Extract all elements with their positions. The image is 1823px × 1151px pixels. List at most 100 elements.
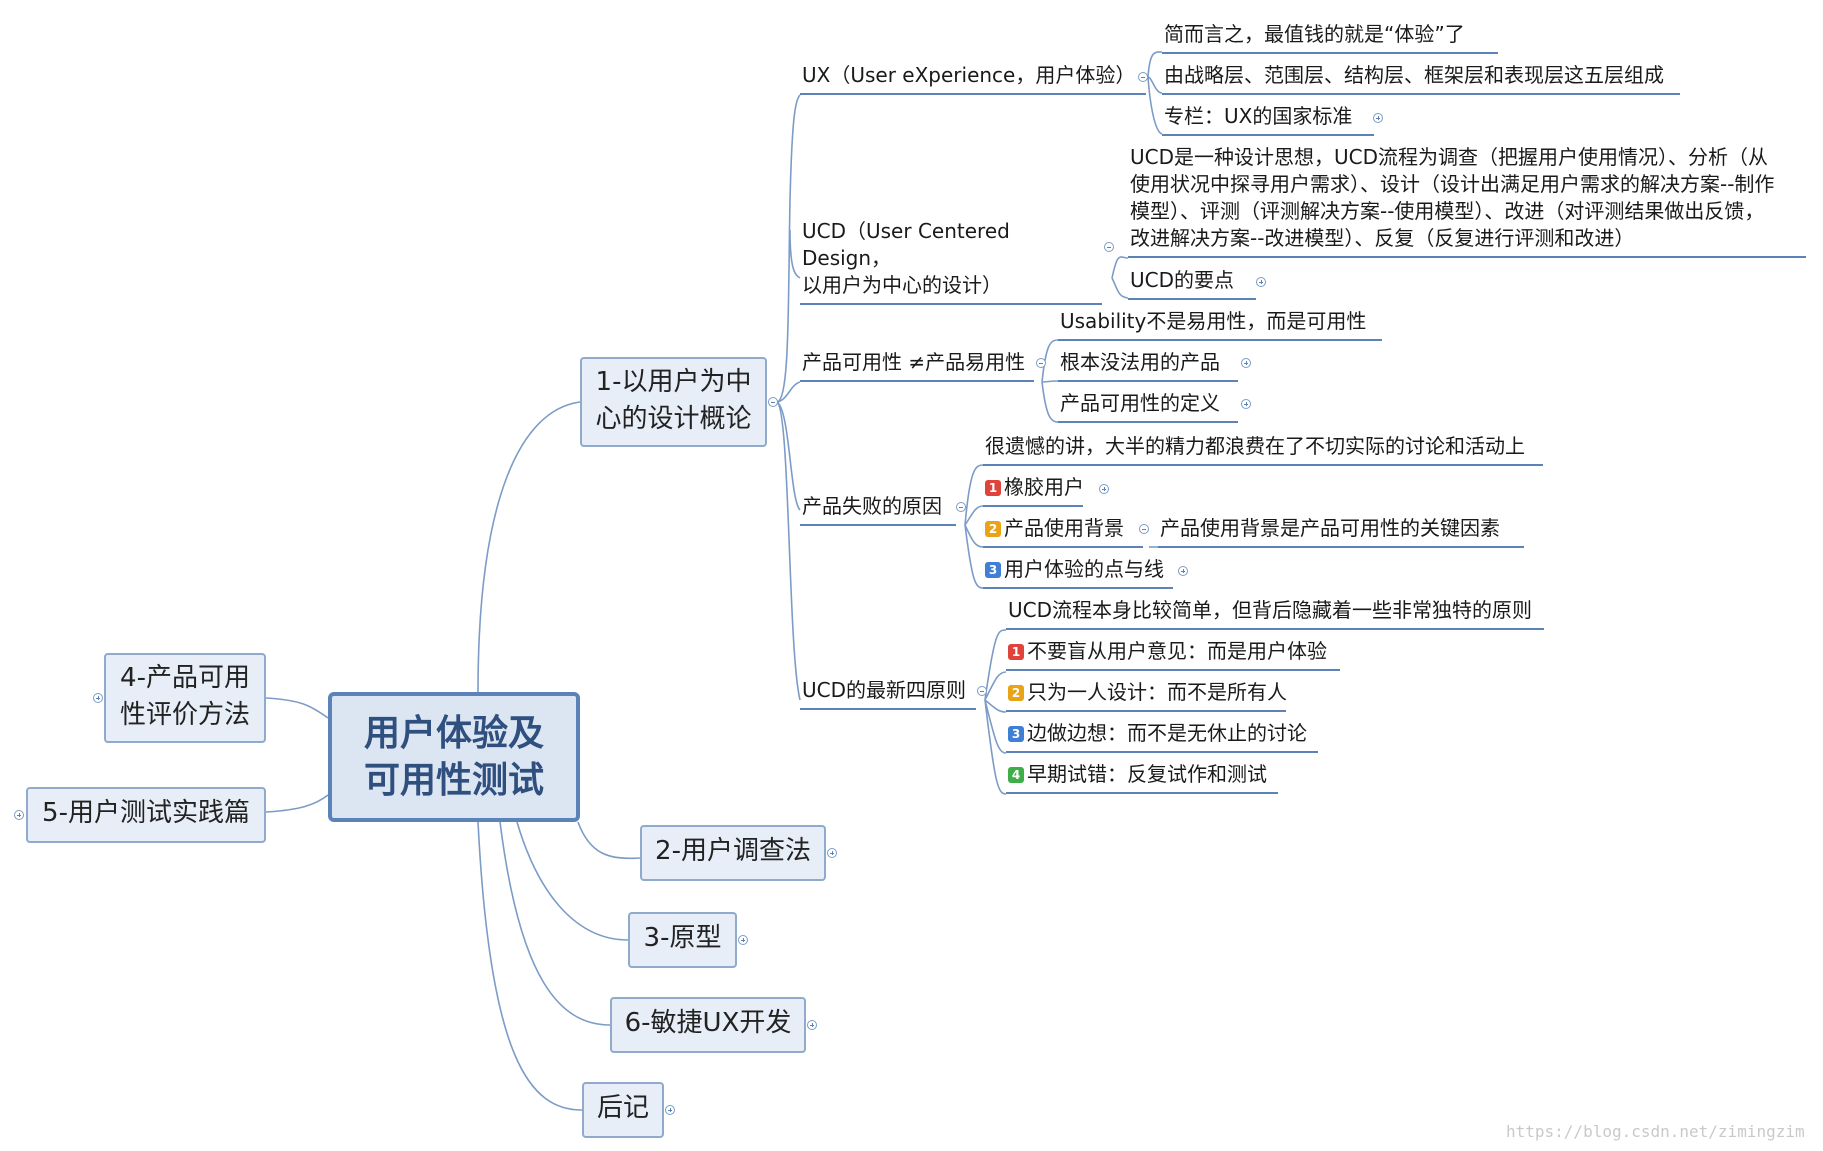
connector [984, 699, 1007, 754]
topic-ucd-key-points[interactable]: UCD的要点 [1128, 267, 1256, 300]
topic-failure-summary[interactable]: 很遗憾的讲，大半的精力都浪费在了不切实际的讨论和活动上 [983, 433, 1543, 466]
connector [1041, 339, 1059, 383]
collapse-toggle-icon[interactable] [1139, 524, 1149, 534]
expand-toggle-icon[interactable] [827, 848, 837, 858]
topic-text: 不要盲从用户意见：而是用户体验 [1027, 639, 1327, 663]
expand-toggle-icon[interactable] [14, 810, 24, 820]
connector [984, 629, 1007, 701]
connector [577, 821, 641, 860]
expand-toggle-icon[interactable] [1178, 566, 1188, 576]
branch-label-line: 4-产品可用 [120, 663, 250, 693]
topic-ucd-line: UCD（User Centered Design， [802, 219, 1010, 270]
topic-usability-not-ease[interactable]: Usability不是易用性，而是可用性 [1058, 308, 1382, 341]
connector [516, 821, 629, 941]
branch-label-line: 心的设计概论 [595, 404, 752, 434]
branch-label-line: 性评价方法 [119, 700, 250, 730]
topic-usage-context-key[interactable]: 产品使用背景是产品可用性的关键因素 [1158, 515, 1524, 548]
topic-ux-five-layers[interactable]: 由战略层、范围层、结构层、框架层和表现层这五层组成 [1162, 62, 1680, 95]
priority-2-icon: 2 [985, 521, 1001, 537]
priority-1-icon: 1 [1008, 644, 1024, 660]
expand-toggle-icon[interactable] [665, 1105, 675, 1115]
priority-3-icon: 3 [985, 562, 1001, 578]
topic-text: 只为一人设计：而不是所有人 [1027, 680, 1287, 704]
definition-line: 模型）、评测（评测解决方案--使用模型）、改进（对评测结果做出反馈， [1130, 199, 1765, 223]
expand-toggle-icon[interactable] [1256, 277, 1266, 287]
connector [1041, 381, 1059, 423]
connector [776, 401, 801, 701]
branch-user-testing-practice[interactable]: 5-用户测试实践篇 [26, 787, 266, 843]
connector [776, 381, 801, 403]
branch-prototype[interactable]: 3-原型 [628, 912, 737, 968]
topic-four-principles[interactable]: UCD的最新四原则 [800, 677, 976, 710]
collapse-toggle-icon[interactable] [1036, 358, 1046, 368]
expand-toggle-icon[interactable] [807, 1020, 817, 1030]
topic-ucd[interactable]: UCD（User Centered Design， 以用户为中心的设计） [800, 218, 1102, 305]
collapse-toggle-icon[interactable] [977, 686, 987, 696]
branch-ucd-concept[interactable]: 1-以用户为中 心的设计概论 [580, 357, 767, 447]
connector [984, 699, 1007, 713]
connector [1147, 76, 1163, 135]
connector [776, 94, 801, 403]
connector [265, 794, 329, 813]
priority-2-icon: 2 [1008, 685, 1024, 701]
topic-ux-national-standard[interactable]: 专栏：UX的国家标准 [1162, 103, 1374, 136]
branch-label-line: 1-以用户为中 [595, 367, 752, 397]
topic-text: 边做边想：而不是无休止的讨论 [1027, 721, 1307, 745]
topic-text: 用户体验的点与线 [1004, 557, 1164, 581]
topic-principles-summary[interactable]: UCD流程本身比较简单，但背后隐藏着一些非常独特的原则 [1006, 597, 1544, 630]
connector [1111, 277, 1129, 299]
expand-toggle-icon[interactable] [1099, 484, 1109, 494]
branch-user-research[interactable]: 2-用户调查法 [640, 825, 826, 881]
connector [1147, 76, 1163, 94]
definition-line: UCD是一种设计思想，UCD流程为调查（把握用户使用情况）、分析（从 [1130, 145, 1769, 169]
topic-usability[interactable]: 产品可用性 ≠产品易用性 [800, 349, 1034, 382]
connector [964, 524, 984, 548]
connector [789, 229, 801, 279]
connector [984, 671, 1007, 701]
connector [1111, 256, 1129, 279]
expand-toggle-icon[interactable] [1373, 113, 1383, 123]
expand-toggle-icon[interactable] [738, 935, 748, 945]
collapse-toggle-icon[interactable] [1104, 242, 1114, 252]
priority-4-icon: 4 [1008, 767, 1024, 783]
collapse-toggle-icon[interactable] [1138, 72, 1148, 82]
topic-text: 早期试错：反复试作和测试 [1027, 762, 1267, 786]
topic-usability-definition[interactable]: 产品可用性的定义 [1058, 390, 1238, 423]
topic-failure-reasons[interactable]: 产品失败的原因 [800, 493, 956, 526]
connector [499, 821, 611, 1026]
connector [776, 401, 801, 511]
branch-agile-ux[interactable]: 6-敏捷UX开发 [610, 997, 806, 1053]
topic-unusable-products[interactable]: 根本没法用的产品 [1058, 349, 1238, 382]
connector [477, 821, 583, 1111]
connector [964, 505, 984, 526]
collapse-toggle-icon[interactable] [956, 502, 966, 512]
connector [964, 524, 984, 589]
topic-text: 产品使用背景 [1004, 516, 1124, 540]
topic-ux[interactable]: UX（User eXperience，用户体验） [800, 62, 1146, 95]
definition-line: 使用状况中探寻用户需求）、设计（设计出满足用户需求的解决方案--制作 [1130, 172, 1775, 196]
topic-ux-summary[interactable]: 简而言之，最值钱的就是“体验”了 [1162, 21, 1498, 54]
branch-evaluation-methods[interactable]: 4-产品可用 性评价方法 [104, 653, 266, 743]
collapse-toggle-icon[interactable] [768, 397, 778, 407]
expand-toggle-icon[interactable] [93, 693, 103, 703]
connector [984, 699, 1007, 795]
expand-toggle-icon[interactable] [1241, 358, 1251, 368]
root-topic[interactable]: 用户体验及 可用性测试 [328, 692, 580, 822]
watermark-url: https://blog.csdn.net/zimingzim [1506, 1122, 1805, 1141]
topic-ucd-definition[interactable]: UCD是一种设计思想，UCD流程为调查（把握用户使用情况）、分析（从 使用状况中… [1128, 144, 1806, 258]
connector [1041, 380, 1059, 383]
expand-toggle-icon[interactable] [1241, 399, 1251, 409]
definition-line: 改进解决方案--改进模型）、反复（反复进行评测和改进） [1130, 226, 1635, 250]
connector [1147, 51, 1163, 78]
connector [265, 697, 329, 719]
branch-afterword[interactable]: 后记 [582, 1082, 664, 1138]
